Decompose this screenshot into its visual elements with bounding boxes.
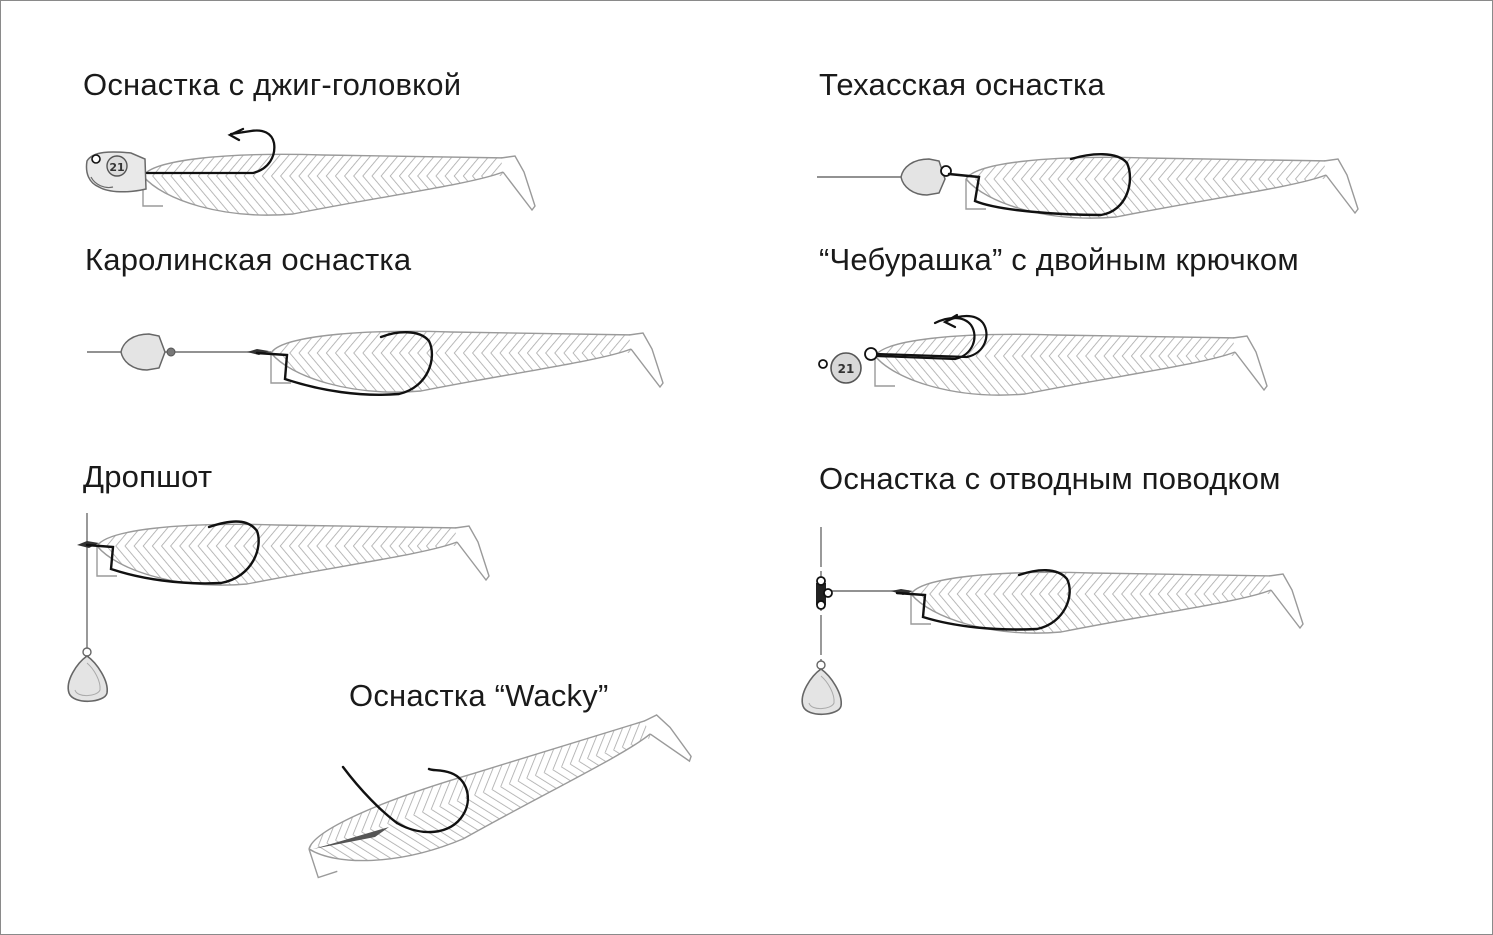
title-cheburashka: “Чебурашка” с двойным крючком [819,242,1299,277]
hook-icon [145,127,276,175]
dropshot-rig [67,513,489,703]
cheburashka-sinker-icon [830,352,862,384]
wacky-hook-icon [395,767,470,834]
offset-hook-icon [255,331,434,396]
title-jig-head: Оснастка с джиг-головкой [83,67,462,102]
wacky-hook-shank [341,765,399,825]
title-drop-leader: Оснастка с отводным поводком [819,461,1281,496]
swivel-icon [816,576,826,586]
offset-hook-icon [85,520,260,585]
drop-weight-icon [801,668,842,716]
offset-hook-icon [895,569,1071,631]
bead-icon [166,347,176,357]
jig-head-rig: 21 [85,127,536,215]
line-eye-icon [91,154,101,164]
svg-text:21: 21 [838,362,855,376]
cheburashka-rig: 21 [818,313,1267,395]
bullet-sinker-icon [900,158,946,196]
drop-leader-rig [801,527,1303,716]
weight-badge [106,155,128,177]
wacky-rig [302,707,694,886]
title-wacky: Оснастка “Wacky” [349,678,609,713]
weight-marking: 21 [109,161,124,174]
title-dropshot: Дропшот [83,459,213,494]
carolina-rig [87,331,663,396]
texas-rig [817,153,1358,218]
title-texas: Техасская оснастка [819,67,1105,102]
offset-hook-icon [947,153,1132,217]
drop-weight-icon [67,655,108,703]
bullet-sinker-icon [120,333,166,371]
title-carolina: Каролинская оснастка [85,242,412,277]
